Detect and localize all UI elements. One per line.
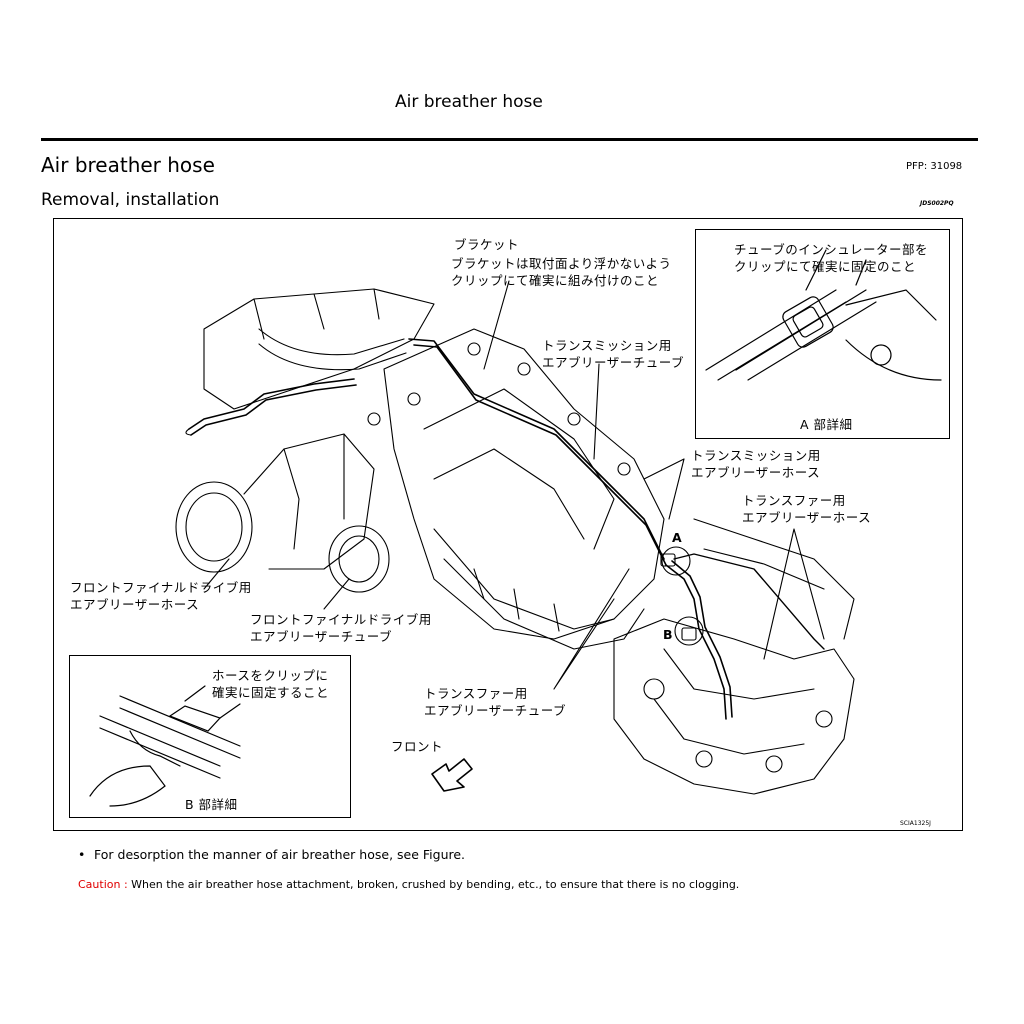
tm-hose-label-line-1: トランスミッション用 — [691, 448, 821, 463]
caution-note: Caution : When the air breather hose att… — [78, 878, 739, 891]
bullet-note: • For desorption the manner of air breath… — [78, 847, 465, 862]
detail-b-box: ホースをクリップに 確実に固定すること B 部詳細 — [69, 655, 351, 818]
tm-tube-label-line-2: エアブリーザーチューブ — [542, 355, 685, 370]
caution-text: When the air breather hose attachment, b… — [131, 878, 740, 891]
caution-label: Caution : — [78, 878, 128, 891]
tf-tube-label-line-1: トランスファー用 — [424, 686, 528, 701]
transmission-line-drawing — [175, 280, 855, 795]
bracket-note-line-1: ブラケットは取付面より浮かないよう — [451, 256, 672, 271]
bracket-label: ブラケット — [454, 237, 520, 252]
bullet-text: For desorption the manner of air breathe… — [94, 847, 466, 862]
detail-b-caption: B 部詳細 — [185, 797, 238, 812]
detail-b-note-line-1: ホースをクリップに — [212, 668, 329, 683]
pfp-code: PFP: 31098 — [906, 161, 963, 172]
detail-a-note-line-1: チューブのインシュレーター部を — [734, 242, 929, 257]
tf-hose-label-line-2: エアブリーザーホース — [742, 510, 872, 525]
detail-a-box: チューブのインシュレーター部を クリップにて確実に固定のこと A 部詳細 — [695, 229, 950, 439]
tf-hose-label-line-1: トランスファー用 — [742, 493, 846, 508]
installation-figure: ブラケット ブラケットは取付面より浮かないよう クリップにて確実に組み付けのこと… — [53, 218, 963, 831]
section-title: Air breather hose — [41, 153, 215, 177]
ffd-tube-label-line-1: フロントファイナルドライブ用 — [250, 612, 432, 627]
subsection-title: Removal, installation — [41, 190, 220, 210]
detail-a-note-line-2: クリップにて確実に固定のこと — [734, 259, 917, 274]
tm-hose-label-line-2: エアブリーザーホース — [691, 465, 821, 480]
detail-b-drawing — [89, 685, 241, 807]
detail-a-caption: A 部詳細 — [800, 417, 853, 432]
ffd-hose-label-line-2: エアブリーザーホース — [70, 597, 200, 612]
bullet-dot: • — [78, 847, 86, 862]
front-label: フロント — [391, 739, 444, 754]
detail-b-note-line-2: 確実に固定すること — [212, 685, 330, 700]
callout-a: A — [672, 530, 682, 545]
tf-tube-label-line-2: エアブリーザーチューブ — [424, 703, 567, 718]
detail-a-drawing — [705, 249, 942, 381]
running-header: Air breather hose — [395, 92, 543, 112]
ffd-hose-label-line-1: フロントファイナルドライブ用 — [70, 580, 252, 595]
tm-tube-label-line-1: トランスミッション用 — [542, 338, 672, 353]
bracket-note-line-2: クリップにて確実に組み付けのこと — [451, 273, 660, 288]
ffd-tube-label-line-2: エアブリーザーチューブ — [250, 629, 393, 644]
figure-code: JDS002PQ — [920, 200, 954, 207]
callout-b: B — [663, 627, 673, 642]
figure-image-id: SCIA1325J — [900, 820, 931, 827]
header-divider — [41, 138, 978, 141]
